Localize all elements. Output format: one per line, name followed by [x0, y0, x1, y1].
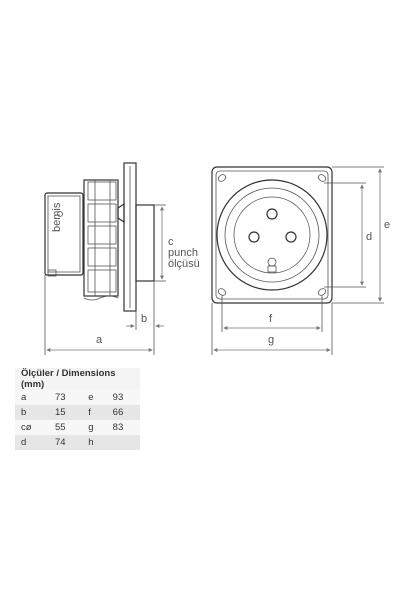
row-value	[102, 435, 140, 450]
side-view: bemis c punch ölçüsü	[44, 162, 200, 355]
row-value: 93	[102, 390, 140, 405]
table-row: b 15 f 66	[15, 405, 140, 420]
rear-housing	[44, 192, 84, 276]
row-value: 73	[44, 390, 83, 405]
row-key: a	[15, 390, 45, 405]
row-value: 15	[44, 405, 83, 420]
mounting-holes	[217, 174, 327, 296]
label-d: d	[366, 231, 372, 243]
row-key: g	[82, 420, 103, 435]
label-c-punch: punch	[168, 247, 198, 259]
table-row: d 74 h	[15, 435, 140, 450]
logo-mark-icon	[57, 211, 63, 217]
label-a: a	[96, 334, 103, 346]
label-c: c	[168, 236, 174, 248]
outer-ring	[216, 179, 328, 291]
latch-clip	[117, 202, 125, 224]
row-value: 55	[44, 420, 83, 435]
row-key: e	[82, 390, 103, 405]
row-key: d	[15, 435, 45, 450]
front-view: d e f g	[211, 166, 390, 355]
square-flange	[211, 166, 333, 304]
label-g: g	[268, 334, 274, 346]
label-f: f	[269, 313, 273, 325]
row-value: 66	[102, 405, 140, 420]
table-row: a 73 e 93	[15, 390, 140, 405]
row-key: h	[82, 435, 103, 450]
row-value: 83	[102, 420, 140, 435]
label-b: b	[141, 313, 147, 325]
row-key: b	[15, 405, 45, 420]
dimensions-table: Ölçüler / Dimensions (mm) a 73 e 93 b 15…	[15, 368, 140, 450]
table-title: Ölçüler / Dimensions (mm)	[15, 368, 140, 390]
label-e: e	[384, 219, 390, 231]
row-value: 74	[44, 435, 83, 450]
brand-logo: bemis	[51, 202, 63, 232]
finned-body	[83, 179, 119, 301]
row-key: f	[82, 405, 103, 420]
label-c-olcusu: ölçüsü	[168, 258, 200, 270]
socket-pins	[248, 208, 297, 273]
front-spigot	[135, 204, 155, 282]
table-row: cø 55 g 83	[15, 420, 140, 435]
row-key: cø	[15, 420, 45, 435]
